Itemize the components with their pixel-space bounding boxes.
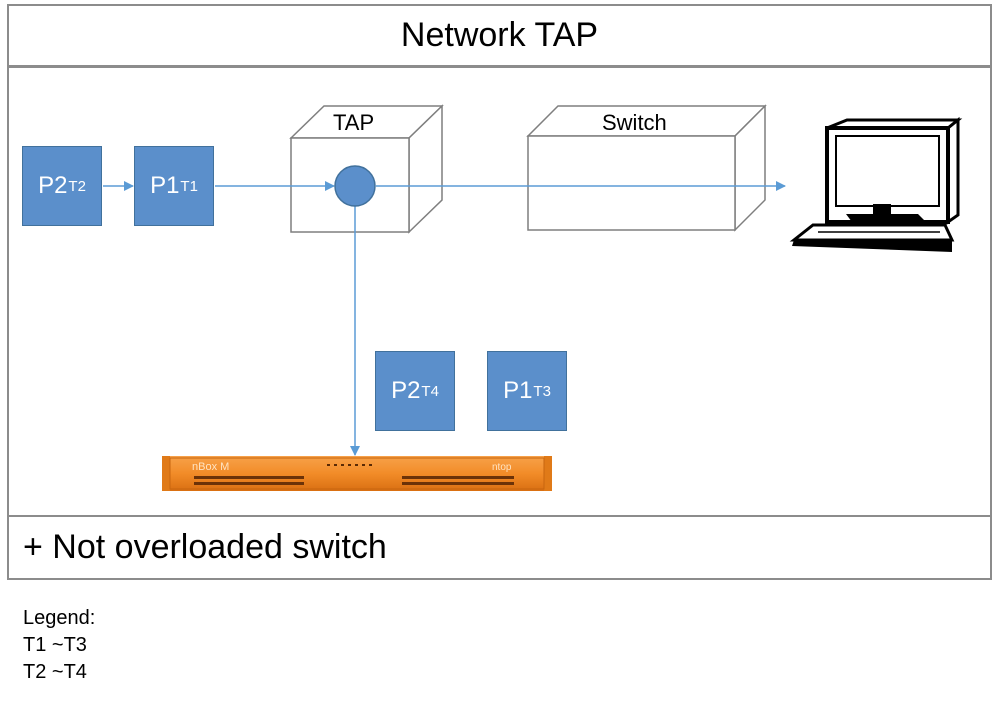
legend-line-1: T1 ~T3 — [23, 634, 87, 656]
tap-splitter-node — [334, 165, 376, 207]
packet-label: P2 — [38, 172, 68, 199]
benefit-box: + Not overloaded switch — [7, 515, 992, 580]
nbox-appliance: nBox M ntop — [162, 456, 552, 491]
packet-label: P1 — [503, 377, 533, 404]
legend-title: Legend: — [23, 607, 96, 629]
packet-timestamp: T1 — [180, 177, 198, 195]
legend-line-2: T2 ~T4 — [23, 661, 87, 683]
switch-cube — [526, 104, 767, 232]
packet-timestamp: T4 — [421, 382, 439, 400]
tap-label: TAP — [333, 110, 375, 135]
appliance-vendor: ntop — [492, 462, 512, 473]
computer-monitor-icon — [825, 116, 963, 225]
switch-label: Switch — [602, 110, 667, 135]
appliance-brand: nBox M — [192, 461, 229, 473]
benefit-text: + Not overloaded switch — [23, 528, 387, 566]
page-title: Network TAP — [400, 16, 599, 54]
keyboard-icon — [789, 223, 955, 252]
packet-label: P1 — [150, 172, 180, 199]
appliance-vents — [194, 476, 514, 485]
legend: Legend: T1 ~T3 T2 ~T4 — [23, 605, 95, 686]
packet-label: P2 — [391, 377, 421, 404]
packet-timestamp: T2 — [68, 177, 86, 195]
packet-timestamp: T3 — [533, 382, 551, 400]
